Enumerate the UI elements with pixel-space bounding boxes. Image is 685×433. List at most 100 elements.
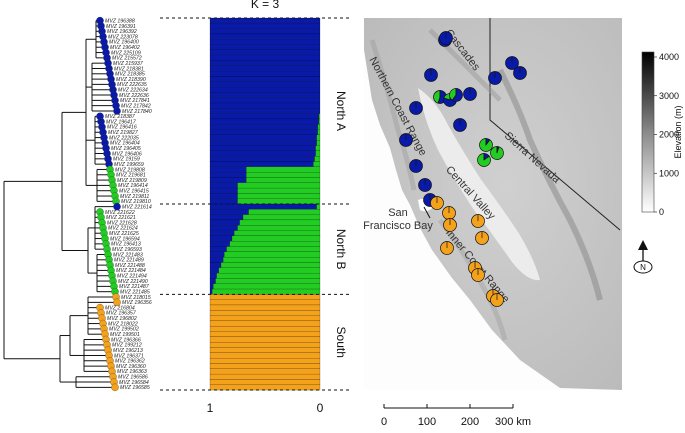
- structure-bar-segment: [246, 177, 321, 183]
- tree-tip-label: MVZ 215937: [113, 61, 144, 67]
- tree-tip-label: MVZ 221621: [106, 215, 136, 221]
- tree-tip-label: MVZ 196371: [114, 353, 144, 359]
- pie-slice: [451, 88, 463, 102]
- structure-bar-segment: [209, 17, 321, 24]
- structure-bar-segment: [317, 129, 321, 136]
- structure-bar-segment: [246, 166, 321, 173]
- tree-tip-label: MVZ 196363: [117, 369, 147, 375]
- structure-bar-segment: [209, 76, 321, 82]
- structure-bar-segment: [237, 198, 321, 205]
- tree-tip-label: MVZ 221485: [120, 289, 150, 295]
- structure-bar-segment: [209, 97, 321, 104]
- sierra-ridge: [497, 68, 603, 301]
- structure-bar-segment: [248, 209, 321, 215]
- structure-bar-segment: [316, 140, 321, 146]
- tree-tip-markers: [96, 16, 121, 392]
- structure-bar-segment: [239, 219, 321, 226]
- structure-bar-segment: [209, 347, 321, 353]
- tree-tip-label: MVZ 199501: [110, 332, 140, 338]
- structure-bar-segment: [209, 246, 227, 252]
- structure-bar-segment: [209, 209, 249, 215]
- tree-tip-label: MVZ 199502: [109, 327, 139, 333]
- tree-tip-label: MVZ 199212: [112, 343, 142, 349]
- structure-bar-segment: [209, 267, 219, 274]
- chart-title: K = 3: [251, 0, 280, 11]
- tree-tip-label: MVZ 218385: [115, 72, 145, 78]
- tree-tip-marker: [113, 202, 121, 211]
- tree-tip-label: MVZ 223078: [108, 34, 138, 40]
- tree-tip-label: MVZ 221489: [114, 258, 144, 264]
- tree-tip-label: MVZ 196404: [110, 141, 140, 147]
- structure-bar-segment: [218, 267, 321, 274]
- group-label: South: [334, 327, 348, 358]
- structure-bar-segment: [209, 71, 321, 77]
- structure-bar-segment: [209, 193, 238, 199]
- structure-bar-segment: [209, 187, 238, 194]
- structure-bar-segment: [209, 294, 321, 300]
- structure-bar-segment: [209, 108, 321, 114]
- scale-tick-label: 200: [461, 416, 479, 428]
- structure-bar-segment: [209, 326, 321, 332]
- tree-tip-label: MVZ 196356: [122, 300, 152, 306]
- tree-tip-label: MVZ 218015: [121, 295, 151, 301]
- structure-bar-segment: [318, 118, 321, 125]
- tree-tip-label: MVZ 196802: [107, 316, 137, 322]
- group-label: North B: [334, 229, 348, 270]
- structure-bar-segment: [237, 187, 321, 194]
- structure-bar-segment: [209, 145, 316, 151]
- tree-tip-label: MVZ 221487: [119, 284, 150, 290]
- structure-bar-segment: [212, 288, 321, 295]
- tree-tip-label: MVZ 196593: [112, 247, 142, 253]
- structure-bar-segment: [209, 379, 321, 385]
- structure-bar-segment: [209, 235, 233, 242]
- structure-bar-segment: [209, 363, 321, 369]
- north-arrow: N: [633, 240, 653, 274]
- tree-tip-label: MVZ 196594: [110, 236, 140, 242]
- structure-bar-segment: [209, 241, 230, 247]
- tree-tip-label: MVZ 215572: [112, 56, 142, 62]
- tree-tip-marker: [113, 298, 121, 307]
- structure-bar-segment: [209, 262, 222, 268]
- tree-tip-label: MVZ 217841: [120, 98, 150, 104]
- scale-tick-label: 0: [381, 416, 387, 428]
- structure-bar-segment: [209, 342, 321, 348]
- tree-tip-label: MVZ 221488: [115, 263, 145, 269]
- structure-bar-segment: [317, 124, 321, 130]
- tree-tip-label: MVZ 196406: [112, 151, 142, 157]
- structure-bar-segment: [209, 203, 317, 210]
- tree-tip-label: MVZ 218381: [114, 66, 144, 72]
- structure-bar-segment: [314, 156, 321, 162]
- structure-bar-segment: [209, 86, 321, 93]
- structure-bar-segment: [209, 299, 321, 306]
- tree-tip-label: MVZ 221490: [118, 279, 148, 285]
- tree-tip-label: MVZ 219808: [115, 167, 145, 173]
- structure-bar-segment: [226, 246, 321, 252]
- tree-tip-label: MVZ 219810: [121, 199, 151, 205]
- structure-bar-segment: [246, 172, 321, 178]
- tree-tip-label: MVZ 196400: [109, 40, 139, 46]
- structure-bar-segment: [237, 193, 321, 199]
- structure-bar-segment: [215, 278, 321, 284]
- structure-bar-segment: [209, 129, 318, 136]
- structure-bar-segment: [223, 257, 321, 263]
- north-label: N: [640, 263, 646, 272]
- structure-bar-segment: [209, 60, 321, 66]
- tree-tip-label: MVZ 221628: [107, 220, 137, 226]
- structure-bar-segment: [216, 272, 321, 279]
- structure-bar-segment: [231, 235, 321, 242]
- structure-bar-segment: [316, 134, 321, 141]
- x-tick-label: 1: [207, 401, 214, 415]
- tree-tip-label: MVZ 199659: [114, 162, 144, 168]
- structure-bar-segment: [315, 145, 321, 151]
- tree-tip-label: MVZ 196392: [107, 29, 137, 35]
- structure-bar-segment: [209, 124, 318, 130]
- tree-tip-label: MVZ 219809: [117, 178, 147, 184]
- structure-bar-segment: [209, 278, 216, 284]
- tree-tip-label: MVZ 222035: [109, 135, 139, 141]
- structure-bar-segment: [209, 373, 321, 380]
- tree-tip-label: MVZ 218022: [108, 321, 138, 327]
- tree-tip-label: MVZ 219811: [120, 194, 149, 200]
